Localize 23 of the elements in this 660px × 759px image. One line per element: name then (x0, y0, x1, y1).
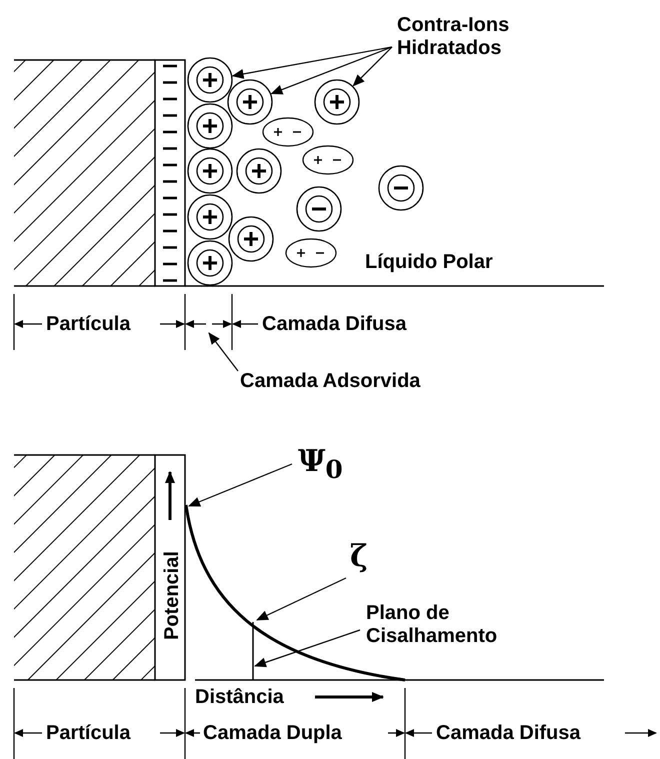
axis-label: Distância (195, 686, 284, 709)
leader-line (232, 46, 392, 79)
leader-line (352, 46, 392, 86)
leader-line (208, 332, 238, 372)
symbol-label: Ψ$_{0}$ (298, 445, 343, 487)
symbol-label: ζ (350, 540, 368, 574)
callout-label: Plano de Cisalhamento (366, 602, 516, 648)
leader-line (188, 463, 292, 507)
axis-label: Potencial (161, 551, 184, 640)
callout-label: Camada Adsorvida (240, 370, 420, 393)
region-label: Líquido Polar (365, 251, 493, 274)
cation-icon (314, 79, 360, 125)
cation-icon (227, 79, 273, 125)
dimension-label: Camada Difusa (436, 722, 580, 745)
dimension-label: Camada Dupla (203, 722, 342, 745)
dimension-label: Partícula (46, 722, 130, 745)
dimension-label: Camada Difusa (262, 313, 406, 336)
dimension-label: Partícula (46, 313, 130, 336)
leader-line (254, 629, 360, 668)
leader-line (256, 577, 346, 621)
cation-icon (187, 57, 233, 103)
leader-line (270, 46, 392, 94)
callout-label: Contra-Ions Hidratados (397, 14, 557, 60)
